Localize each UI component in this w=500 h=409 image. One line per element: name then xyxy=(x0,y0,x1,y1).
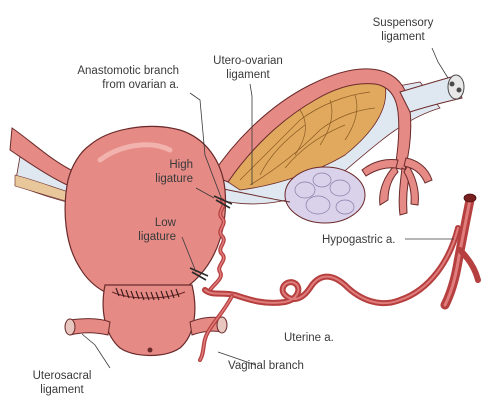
utero-ovarian-line-1: Utero-ovarian xyxy=(213,55,283,67)
anastomotic-line-2: from ovarian a. xyxy=(102,79,179,91)
suspensory-ligament xyxy=(399,75,463,113)
hypogastric-branch xyxy=(457,247,481,283)
cervix xyxy=(102,284,196,357)
low-ligature-label: Low ligature xyxy=(138,217,176,243)
low-ligature-line-2: ligature xyxy=(138,231,176,243)
utero-ovarian-line-2: ligament xyxy=(226,69,270,81)
high-ligature-label: High ligature xyxy=(155,159,193,185)
ovary-follicles xyxy=(294,172,355,215)
high-ligature-line-2: ligature xyxy=(155,173,193,185)
uterus-highlight xyxy=(97,142,173,163)
leader-lines xyxy=(81,47,454,369)
utero-ovarian-label: Utero-ovarian ligament xyxy=(213,55,283,81)
anastomotic-branch-label: Anastomotic branch from ovarian a. xyxy=(77,65,179,91)
suspensory-line-2: ligament xyxy=(381,31,425,43)
low-ligature-tie xyxy=(189,267,209,281)
hypogastric-stump xyxy=(463,193,477,203)
uterosacral-label: Uterosacral ligament xyxy=(33,370,92,396)
high-ligature-tie xyxy=(213,195,233,209)
uterosacral-line-1: Uterosacral xyxy=(33,370,92,382)
anastomotic-line-1: Anastomotic branch xyxy=(77,65,179,77)
ovarian-vessel-plexus xyxy=(239,91,376,186)
fimbriae xyxy=(361,157,433,216)
vaginal-branch-label: Vaginal branch xyxy=(228,360,304,372)
high-ligature-line-1: High xyxy=(169,159,193,171)
low-ligature-line-1: Low xyxy=(155,217,177,229)
suspensory-ligament-label: Suspensory ligament xyxy=(373,17,434,43)
uterine-artery-label: Uterine a. xyxy=(284,332,334,344)
left-uterosacral-ligament xyxy=(69,318,111,336)
ovarian-vessel-stump xyxy=(447,74,465,100)
hypogastric-label: Hypogastric a. xyxy=(322,234,396,246)
external-os xyxy=(147,347,153,353)
uterosacral-line-2: ligament xyxy=(40,384,84,396)
uterus xyxy=(64,125,227,301)
suspensory-line-1: Suspensory xyxy=(373,17,434,29)
suture-stitches xyxy=(115,287,180,301)
